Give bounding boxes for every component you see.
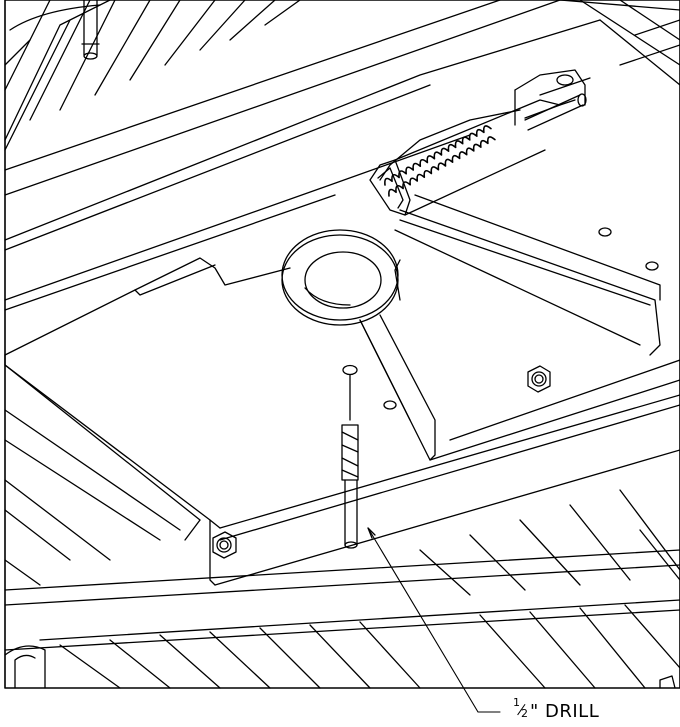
half-fraction: 1 2 bbox=[512, 696, 530, 720]
fraction-numerator: 1 bbox=[513, 696, 521, 709]
right-stop bbox=[659, 675, 676, 689]
callout-leader bbox=[367, 527, 501, 713]
coil-spring bbox=[384, 125, 496, 197]
plate-hole bbox=[598, 227, 612, 237]
drill-label-text: " DRILL bbox=[530, 701, 600, 722]
fraction-denominator: 2 bbox=[521, 707, 529, 720]
drill-bit bbox=[341, 374, 359, 549]
spring-bracket bbox=[369, 69, 591, 216]
callout-arrow bbox=[367, 527, 376, 539]
drill-callout-label: 1 2 " DRILL bbox=[512, 696, 600, 722]
upper-rails bbox=[4, 0, 680, 311]
mounting-plate bbox=[4, 109, 680, 586]
hex-nut bbox=[212, 531, 237, 559]
spring-rod bbox=[524, 93, 587, 131]
pivot-ring bbox=[281, 229, 399, 326]
top-grate bbox=[4, 0, 301, 151]
lower-rails bbox=[4, 359, 680, 651]
plate-hole bbox=[383, 400, 397, 410]
gusset bbox=[359, 259, 436, 461]
top-pin bbox=[81, 0, 100, 60]
plate-hole bbox=[645, 261, 659, 271]
bottom-grate bbox=[59, 489, 680, 689]
plate-hole bbox=[342, 364, 358, 376]
hex-nut bbox=[527, 365, 551, 393]
drawing-frame bbox=[4, 0, 680, 689]
left-bracket bbox=[4, 645, 46, 689]
